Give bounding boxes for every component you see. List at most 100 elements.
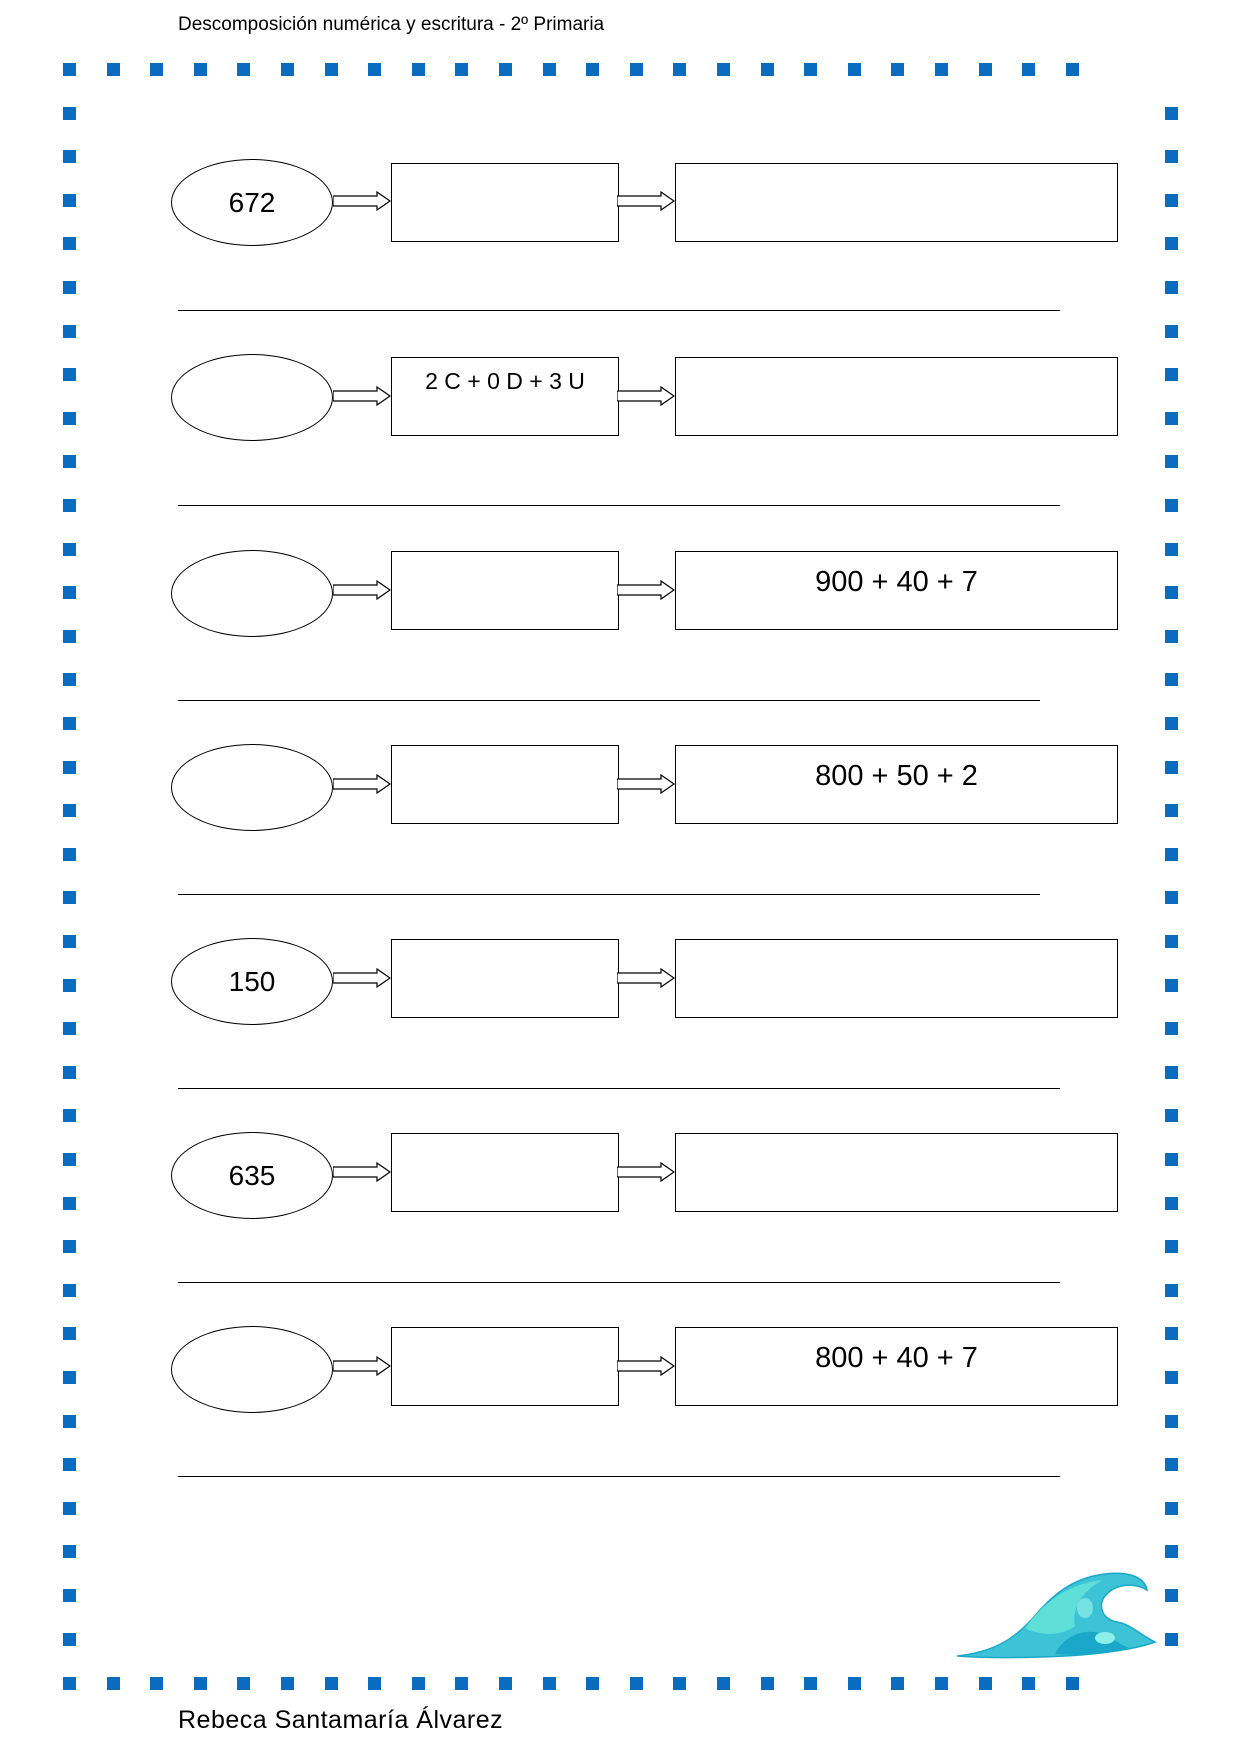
number-ellipse[interactable]: 150	[171, 938, 333, 1025]
writing-line[interactable]	[178, 1088, 1060, 1089]
border-dot	[804, 63, 818, 76]
border-dot	[1165, 1196, 1178, 1210]
writing-line[interactable]	[178, 1282, 1060, 1283]
border-dot	[499, 1677, 512, 1690]
border-dot	[281, 63, 294, 76]
border-dot	[499, 63, 512, 76]
border-dot	[411, 1677, 425, 1690]
arrow-icon	[333, 191, 391, 211]
border-dot	[150, 63, 164, 76]
border-dot	[63, 1501, 76, 1515]
border-dot	[63, 1589, 76, 1602]
units-box[interactable]	[391, 745, 619, 824]
border-dot	[673, 1677, 687, 1690]
writing-line[interactable]	[178, 1476, 1060, 1477]
number-ellipse[interactable]	[171, 1326, 333, 1413]
border-dot	[542, 63, 556, 76]
border-dot	[63, 673, 76, 687]
border-dot	[1165, 1109, 1178, 1123]
sum-box[interactable]: 900 + 40 + 7	[675, 551, 1118, 630]
number-ellipse[interactable]	[171, 744, 333, 831]
border-dot	[1165, 1371, 1178, 1384]
border-dot	[891, 63, 905, 76]
border-dot	[455, 63, 469, 76]
border-dot	[63, 1022, 76, 1036]
border-dot	[63, 1240, 76, 1254]
border-dot	[1165, 586, 1178, 600]
border-dot	[63, 978, 76, 992]
border-dot	[1165, 1327, 1178, 1341]
border-dot	[63, 717, 76, 730]
border-dot	[935, 1677, 948, 1690]
sum-box[interactable]	[675, 1133, 1118, 1212]
border-dot	[1165, 542, 1178, 556]
border-dot	[368, 1677, 382, 1690]
units-box[interactable]: 2 C + 0 D + 3 U	[391, 357, 619, 436]
border-dot	[1165, 1153, 1178, 1166]
border-dot	[1165, 150, 1178, 164]
border-dot	[63, 150, 76, 164]
sum-box[interactable]	[675, 939, 1118, 1018]
arrow-icon	[617, 1356, 675, 1376]
border-dot	[1165, 1065, 1178, 1079]
sum-box[interactable]	[675, 357, 1118, 436]
border-dot	[1065, 1677, 1079, 1690]
border-dot	[63, 324, 76, 338]
border-dot	[368, 63, 382, 76]
units-box[interactable]	[391, 163, 619, 242]
border-dot	[63, 847, 76, 861]
border-dot	[63, 1327, 76, 1341]
units-box[interactable]	[391, 1327, 619, 1406]
border-dot	[1022, 63, 1036, 76]
border-dot	[106, 1677, 120, 1690]
border-dot	[411, 63, 425, 76]
border-dot	[629, 1677, 643, 1690]
number-ellipse[interactable]: 672	[171, 159, 333, 246]
border-dot	[1165, 1022, 1178, 1036]
border-dot	[978, 1677, 992, 1690]
border-dot	[63, 1065, 76, 1079]
border-dot	[1165, 455, 1178, 469]
units-box[interactable]	[391, 939, 619, 1018]
border-dot	[63, 281, 76, 294]
border-dot	[1165, 1240, 1178, 1254]
border-dot	[629, 63, 643, 76]
border-dot	[324, 1677, 338, 1690]
border-dot	[63, 455, 76, 469]
units-box[interactable]	[391, 551, 619, 630]
border-dot	[1065, 63, 1079, 76]
arrow-icon	[333, 1162, 391, 1182]
border-dot	[1165, 499, 1178, 512]
arrow-icon	[617, 968, 675, 988]
border-dot	[1165, 411, 1178, 425]
arrow-icon	[333, 774, 391, 794]
border-dot	[63, 891, 76, 905]
writing-line[interactable]	[178, 310, 1060, 311]
border-dot	[1165, 1458, 1178, 1472]
sum-box[interactable]: 800 + 50 + 2	[675, 745, 1118, 824]
border-dot	[63, 1109, 76, 1123]
border-dot	[1165, 193, 1178, 207]
border-dot	[1165, 368, 1178, 382]
border-dot	[1165, 717, 1178, 730]
sum-box[interactable]	[675, 163, 1118, 242]
border-dot	[63, 1545, 76, 1559]
border-dot	[63, 1371, 76, 1384]
border-dot	[1165, 978, 1178, 992]
border-dot	[63, 760, 76, 774]
units-box[interactable]	[391, 1133, 619, 1212]
writing-line[interactable]	[178, 700, 1040, 701]
border-dot	[1165, 935, 1178, 948]
writing-line[interactable]	[178, 894, 1040, 895]
sum-box[interactable]: 800 + 40 + 7	[675, 1327, 1118, 1406]
border-dot	[63, 1153, 76, 1166]
border-dot	[63, 1458, 76, 1472]
number-ellipse[interactable]	[171, 550, 333, 637]
arrow-icon	[617, 191, 675, 211]
border-dot	[1165, 106, 1178, 120]
number-ellipse[interactable]: 635	[171, 1132, 333, 1219]
border-dot	[63, 63, 76, 76]
writing-line[interactable]	[178, 505, 1060, 506]
border-dot	[1165, 1589, 1178, 1602]
number-ellipse[interactable]	[171, 354, 333, 441]
